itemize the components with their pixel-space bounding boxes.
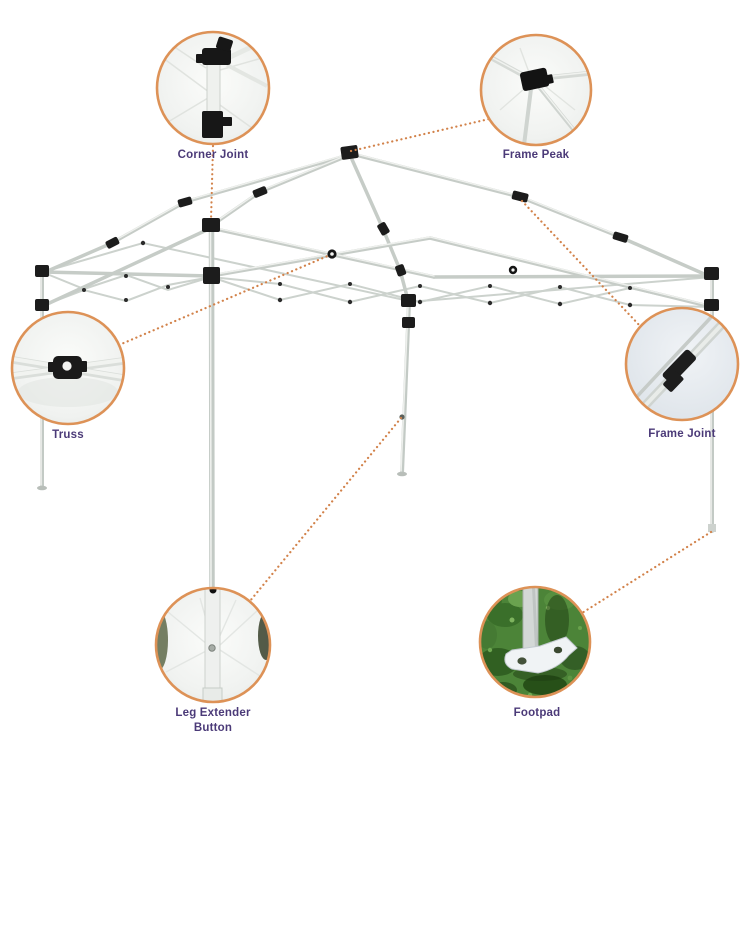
label-leg-extender-line1: Leg Extender	[175, 707, 251, 719]
callout-ring-corner-joint	[155, 30, 271, 146]
canopy-frame	[35, 145, 719, 593]
callout-ring-footpad	[478, 585, 592, 699]
callout-ring-frame-joint	[624, 306, 740, 422]
leader-frame-peak	[349, 117, 491, 153]
truss-clips	[327, 249, 518, 275]
label-leg-extender-line2: Button	[193, 722, 233, 734]
callout-photo-frame-peak	[479, 33, 593, 147]
leader-truss	[117, 253, 332, 347]
label-frame-joint: Frame Joint	[648, 428, 716, 440]
callout-photo-frame-joint	[624, 306, 740, 422]
label-frame-peak: Frame Peak	[502, 149, 570, 161]
callout-photo-footpad	[478, 585, 592, 699]
leader-frame-joint	[520, 199, 643, 329]
callout-ring-truss	[10, 310, 126, 426]
leader-leg-extender	[248, 416, 403, 603]
callout-photo-leg-extender	[154, 586, 272, 704]
leader-corner-joint	[209, 144, 215, 223]
label-truss: Truss	[52, 429, 84, 441]
leader-footpad	[580, 530, 713, 615]
callout-ring-leg-extender	[154, 586, 272, 704]
callout-photo-corner-joint	[155, 30, 271, 146]
frame-joints-hardware	[35, 145, 719, 328]
callout-photo-truss	[10, 310, 126, 426]
label-corner-joint: Corner Joint	[177, 149, 249, 161]
label-footpad: Footpad	[513, 707, 561, 719]
callout-ring-frame-peak	[479, 33, 593, 147]
leader-lines	[117, 117, 713, 615]
